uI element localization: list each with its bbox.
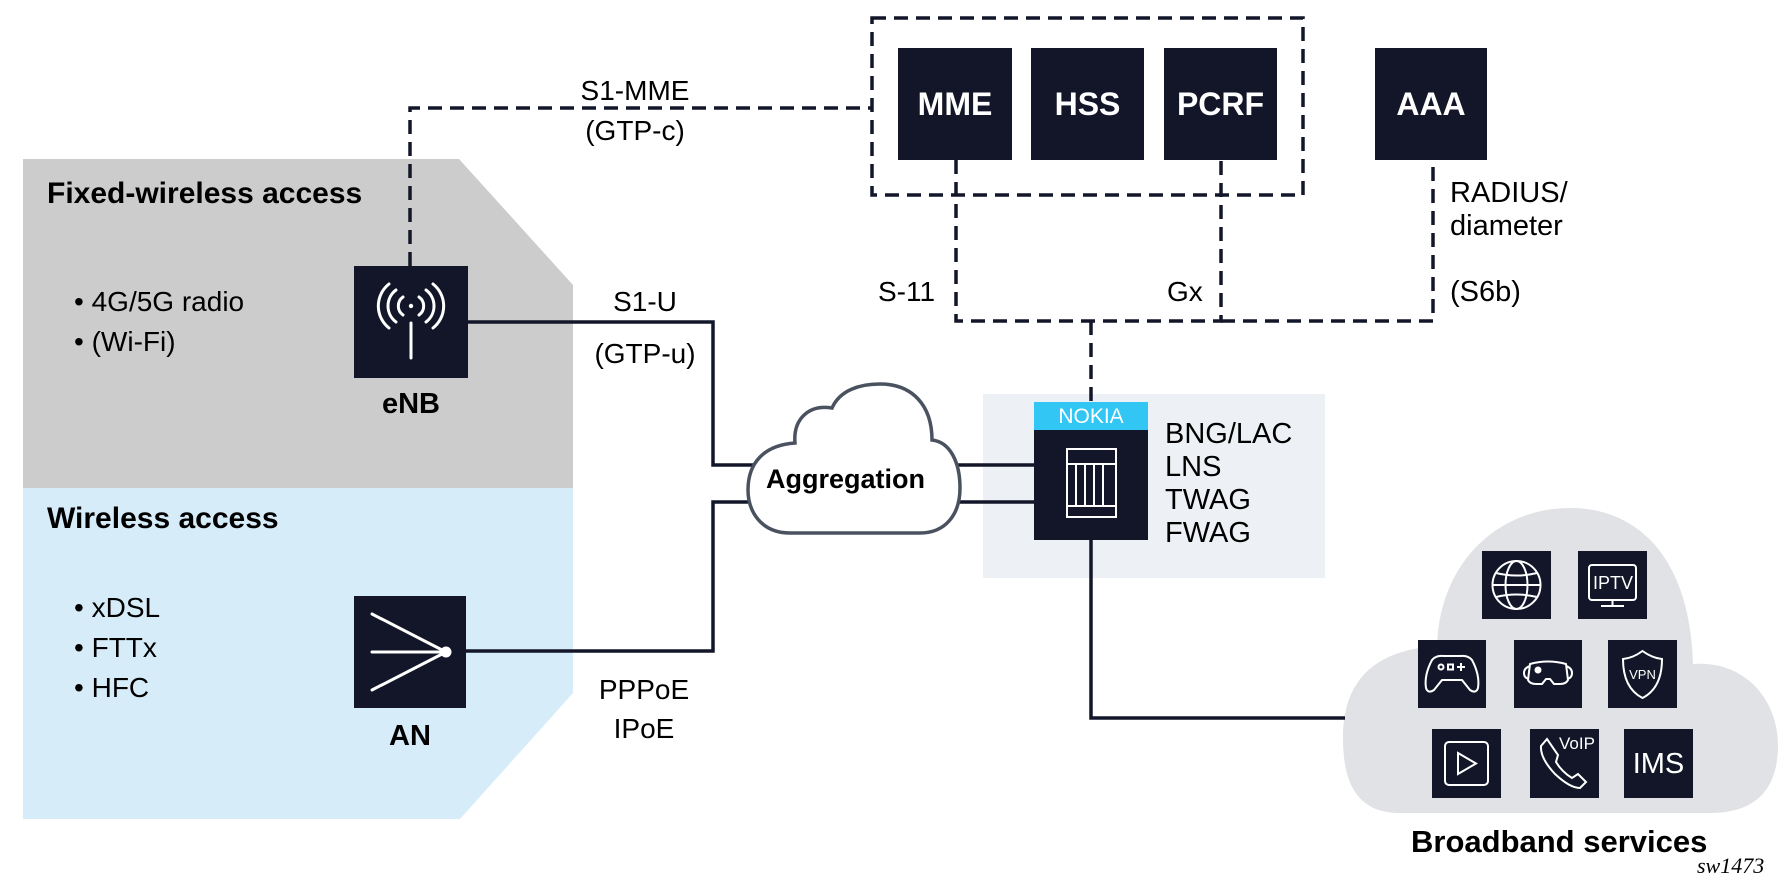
solid-links xyxy=(466,320,1345,720)
bullet-item: FTTx xyxy=(74,628,160,668)
an-node[interactable] xyxy=(354,596,466,708)
an-label: AN xyxy=(389,720,431,752)
dashed-links xyxy=(408,16,1435,402)
s1-u-link xyxy=(468,320,760,467)
mme-box[interactable] xyxy=(898,48,1012,160)
enb-label: eNB xyxy=(381,388,440,420)
tv-icon xyxy=(1588,564,1637,607)
function-item: TWAG xyxy=(1165,484,1251,516)
bullet-item: xDSL xyxy=(74,588,160,628)
gtp-u-text: (GTP-u) xyxy=(594,338,696,369)
radio-tower-icon xyxy=(376,282,446,360)
service-tile-vpn[interactable] xyxy=(1608,640,1677,708)
wireless-bullets: xDSL FTTx HFC xyxy=(74,588,160,708)
pppoe-text: PPPoE xyxy=(598,674,690,705)
gx-label: Gx xyxy=(1167,276,1203,307)
service-tile-iptv[interactable] xyxy=(1578,551,1647,619)
splitter-icon xyxy=(370,612,452,692)
wireless-title: Wireless access xyxy=(47,502,279,535)
bng-node[interactable] xyxy=(1034,402,1148,540)
services-title: Broadband services xyxy=(1411,824,1708,859)
phone-icon xyxy=(1539,737,1588,790)
service-tile-gaming[interactable] xyxy=(1418,640,1486,708)
radius-text: RADIUS/ xyxy=(1450,177,1568,209)
aggregation-cloud xyxy=(746,382,962,535)
iptv-text: IPTV xyxy=(1593,573,1634,593)
router-chassis-icon xyxy=(1066,448,1117,518)
s11-label: S-11 xyxy=(878,276,936,307)
pcrf-box[interactable] xyxy=(1164,48,1277,160)
s6b-label: (S6b) xyxy=(1450,276,1521,308)
service-tile-internet[interactable] xyxy=(1482,551,1551,619)
s1-mme-text: S1-MME xyxy=(580,75,690,106)
voip-text: VoIP xyxy=(1559,734,1595,753)
aaa-link xyxy=(1221,160,1435,323)
shield-icon xyxy=(1621,649,1664,700)
s11-gx-link xyxy=(954,160,1223,323)
diameter-text: diameter xyxy=(1450,210,1563,242)
play-icon xyxy=(1444,741,1489,786)
service-tile-video[interactable] xyxy=(1432,729,1501,798)
aaa-box[interactable] xyxy=(1375,48,1487,160)
bng-services-link xyxy=(1089,540,1345,720)
globe-icon xyxy=(1491,560,1542,610)
enb-node[interactable] xyxy=(354,266,468,378)
gtp-c-text: (GTP-c) xyxy=(585,115,685,146)
ipoe-text: IPoE xyxy=(613,713,675,744)
vr-headset-icon xyxy=(1522,660,1574,685)
nokia-header xyxy=(1034,402,1148,430)
bng-functions: BNG/LAC LNS TWAG FWAG xyxy=(1165,418,1292,550)
gamepad-icon xyxy=(1424,654,1480,693)
service-tile-voip[interactable] xyxy=(1530,729,1599,798)
function-item: BNG/LAC xyxy=(1165,418,1293,450)
bullet-item: HFC xyxy=(74,668,160,708)
figure-id: sw1473 xyxy=(1697,853,1765,878)
aggregation-label: Aggregation xyxy=(766,464,925,494)
hss-box[interactable] xyxy=(1031,48,1144,160)
s1-mme-label: S1-MME (GTP-c) xyxy=(566,74,704,148)
hss-label: HSS xyxy=(1054,86,1121,122)
pcrf-label: PCRF xyxy=(1176,86,1265,122)
bullet-item: 4G/5G radio xyxy=(74,282,245,322)
service-tile-ims[interactable] xyxy=(1624,729,1693,798)
bullet-item: (Wi-Fi) xyxy=(74,322,244,362)
fixed-wireless-title: Fixed-wireless access xyxy=(47,177,363,210)
function-item: FWAG xyxy=(1165,517,1251,549)
fixed-wireless-region xyxy=(23,159,573,488)
function-item: LNS xyxy=(1165,451,1222,483)
s1-u-label: S1-U (GTP-u) xyxy=(580,285,710,371)
ims-text: IMS xyxy=(1632,748,1685,780)
s1-u-text: S1-U xyxy=(613,286,677,317)
fixed-wireless-bullets: 4G/5G radio (Wi-Fi) xyxy=(74,282,245,362)
radius-label: RADIUS/ diameter xyxy=(1450,177,1568,243)
vpn-text: VPN xyxy=(1629,667,1656,682)
s1-mme-link xyxy=(408,106,872,266)
nokia-logo-text: NOKIA xyxy=(1058,405,1124,428)
pppoe-link xyxy=(466,500,760,653)
aaa-label: AAA xyxy=(1396,86,1466,122)
pppoe-label: PPPoE IPoE xyxy=(580,670,708,748)
wireless-region xyxy=(23,488,573,819)
mme-label: MME xyxy=(917,86,993,122)
service-tile-vr[interactable] xyxy=(1514,640,1582,708)
